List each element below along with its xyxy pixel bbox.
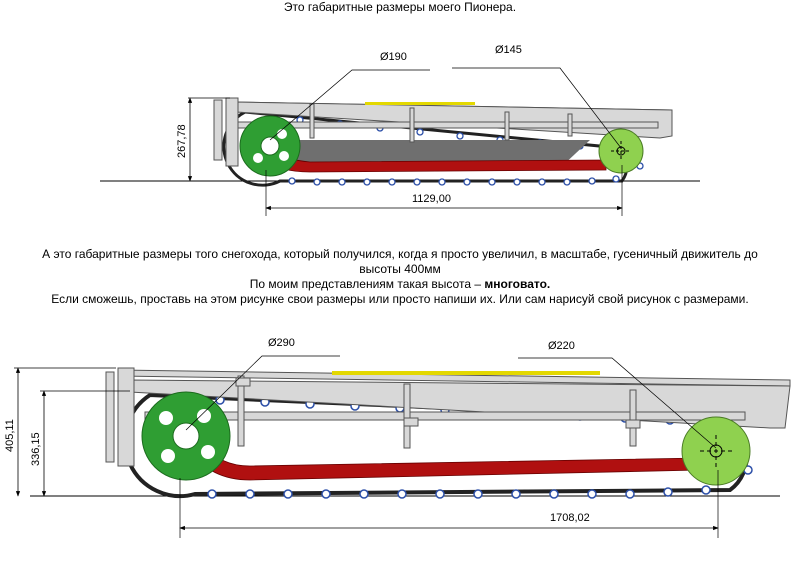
top-caption: Это габаритные размеры моего Пионера. <box>283 0 517 14</box>
emphasis-text: многовато. <box>484 277 551 291</box>
description-line-3: Если сможешь, проставь на этом рисунке с… <box>51 292 749 306</box>
frame <box>213 97 673 167</box>
front-drive-sprocket <box>239 115 301 177</box>
total-height-label: 405,11 <box>4 419 16 452</box>
scaled-length-label: 1708,02 <box>550 512 590 524</box>
pioneer-length-label: 1129,00 <box>412 193 451 205</box>
description-line-2-text: По моим представлениям такая высота – <box>249 277 485 291</box>
track-height-label: 336,15 <box>30 432 42 466</box>
scaled-rear-wheel-diameter: Ø220 <box>548 340 575 352</box>
frame-2 <box>105 367 791 467</box>
accent-stripe <box>365 102 475 105</box>
pioneer-rear-wheel-diameter: Ø145 <box>495 44 522 56</box>
scaled-front-wheel-diameter: Ø290 <box>268 337 295 349</box>
skid-2 <box>189 444 701 481</box>
description-line-2: По моим представлениям такая высота – мн… <box>30 277 770 292</box>
pioneer-drawing: 267,78 1129,00 Ø190 Ø145 <box>100 44 700 216</box>
pioneer-front-wheel-diameter: Ø190 <box>380 51 407 63</box>
accent-stripe-2 <box>332 371 600 375</box>
rear-idler-wheel <box>598 128 644 174</box>
description-paragraph: А это габаритные размеры того снегохода,… <box>30 247 770 307</box>
description-line-1: А это габаритные размеры того снегохода,… <box>42 247 758 276</box>
front-drive-sprocket-2 <box>141 391 231 481</box>
rear-idler-wheel-2 <box>681 416 751 486</box>
scaled-drawing: 405,11 336,15 1708,02 Ø290 Ø220 <box>4 337 791 538</box>
pioneer-height-label: 267,78 <box>176 124 188 158</box>
